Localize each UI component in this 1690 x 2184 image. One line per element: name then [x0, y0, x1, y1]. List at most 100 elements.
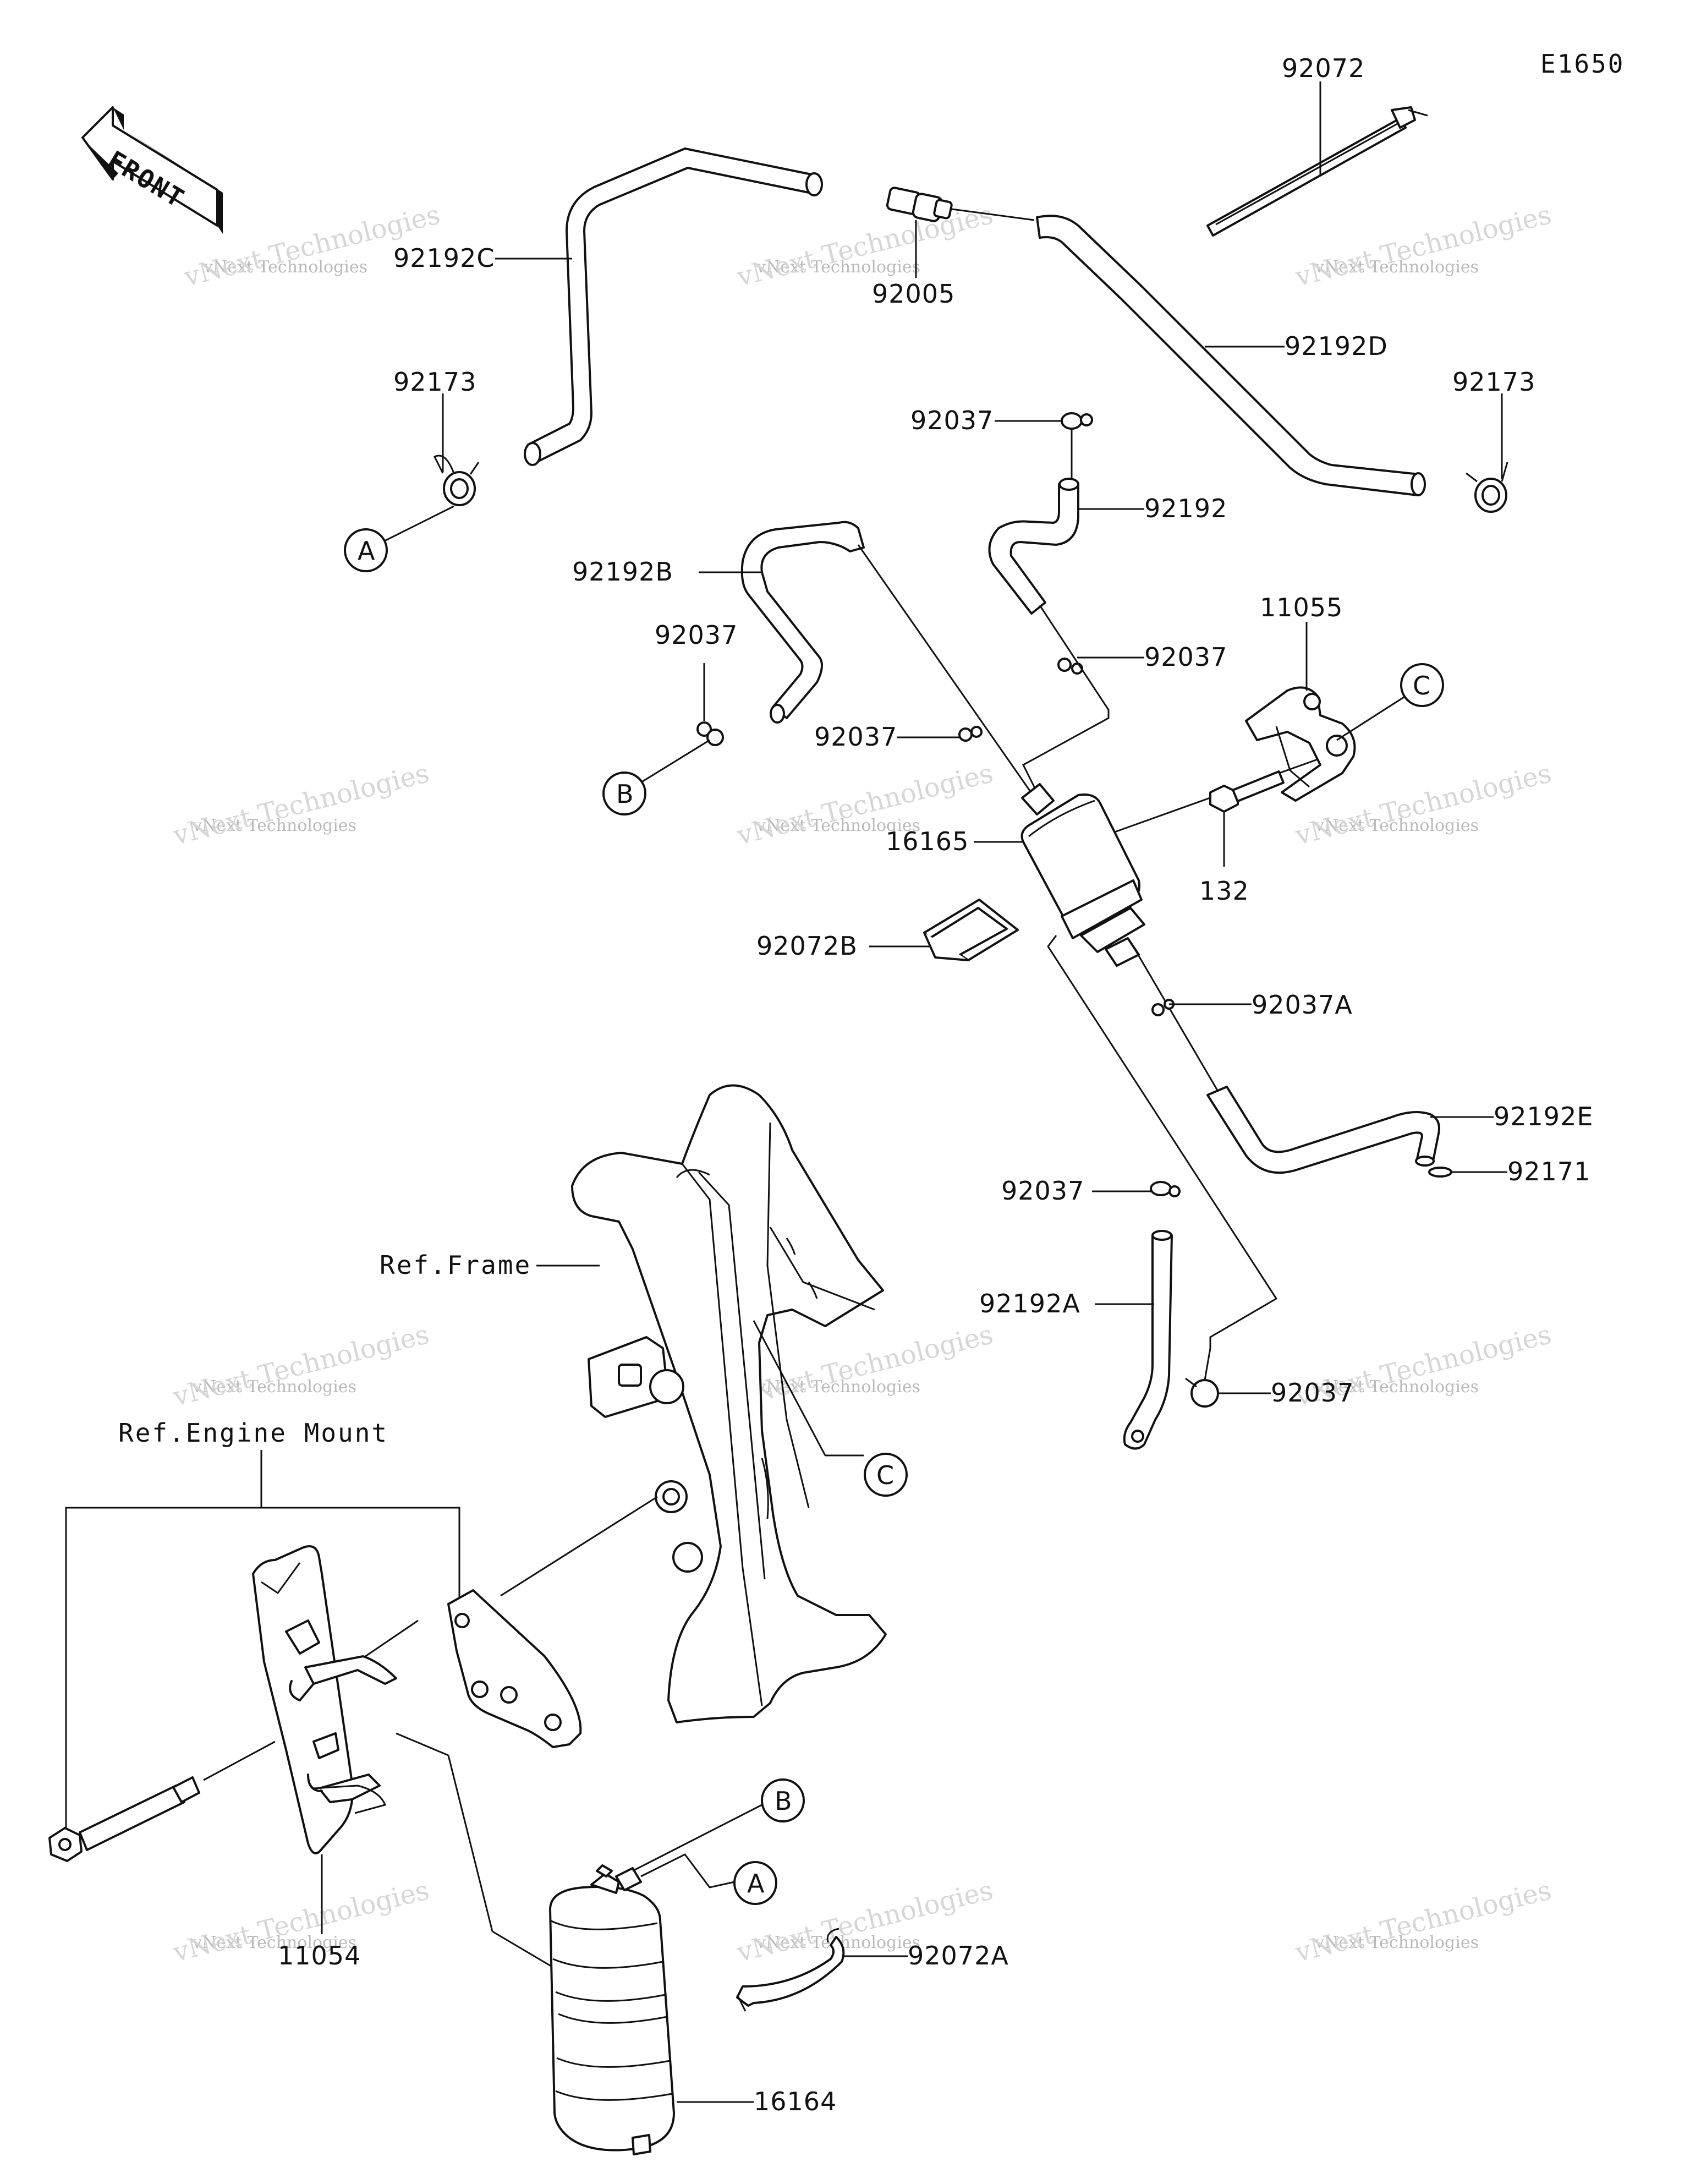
- svg-text:C: C: [876, 1460, 895, 1490]
- part-92192-hose: [988, 478, 1079, 615]
- callout-ref-frame: Ref.Frame: [380, 1250, 531, 1280]
- part-92072-cable-tie: [1206, 106, 1428, 237]
- part-92037-clip-top: [1061, 412, 1093, 430]
- callout-92037a: 92037A: [1252, 990, 1353, 1020]
- part-92173-clip-left: [433, 455, 480, 506]
- connector-a-bottom: A: [733, 1861, 777, 1905]
- part-11054-bracket: [252, 1545, 397, 1854]
- part-92037a-clip: [1151, 999, 1175, 1016]
- part-92192e-hose: [1206, 1086, 1440, 1174]
- connector-b-bottom: B: [761, 1778, 805, 1822]
- part-16165-filter: [1020, 783, 1145, 967]
- callout-92192b: 92192B: [572, 557, 673, 587]
- leader-connector-a-top: [376, 505, 454, 546]
- leader-92192-to-filter: [1022, 605, 1110, 793]
- callout-92192e: 92192E: [1494, 1102, 1593, 1131]
- leader-bolt-to-bracket: [203, 1740, 276, 1781]
- leader-connector-c-top: [1336, 695, 1406, 741]
- watermark-text: vNext Technologies: [1314, 816, 1479, 835]
- leader-92037-bottom-link: [1204, 1348, 1211, 1381]
- connector-c-frame: C: [864, 1453, 908, 1497]
- callout-92072: 92072: [1282, 53, 1365, 83]
- part-92037-clip-b: [696, 721, 724, 746]
- watermark-text: vNext Technologies: [1314, 1933, 1479, 1952]
- callout-11055: 11055: [1260, 593, 1343, 622]
- watermark-text: vNext Technologies: [192, 1933, 356, 1952]
- connector-b-top: B: [602, 771, 646, 815]
- leader-filter-to-92037-bottom: [1047, 935, 1278, 1348]
- svg-text:B: B: [775, 1786, 793, 1816]
- part-92037-clip-bottom: [1185, 1377, 1219, 1408]
- leader-connector-b-top: [638, 739, 710, 785]
- callout-132: 132: [1199, 876, 1249, 906]
- callout-ref-engine-mount: Ref.Engine Mount: [118, 1418, 388, 1448]
- leader-11054-to-canister-2: [447, 1755, 493, 1932]
- part-92192d-hose: [1036, 215, 1426, 496]
- callout-92037-lower: 92037: [1001, 1176, 1084, 1206]
- callout-11054: 11054: [278, 1941, 361, 1970]
- svg-text:A: A: [747, 1869, 765, 1898]
- engine-mount-bolt: [48, 1776, 200, 1862]
- front-arrow-icon: FRONT: [81, 106, 223, 234]
- part-16164-canister: [549, 1864, 675, 2155]
- leader-ref-engine-mount-bracket: [65, 1507, 460, 1841]
- watermark-text: vNext Technologies: [756, 258, 920, 277]
- ref-frame-drawing: [571, 1084, 887, 1723]
- part-92192a-hose: [1123, 1230, 1173, 1450]
- watermark-logo-text: vNext Technologies: [1292, 199, 1554, 293]
- part-92171-clip: [1428, 1167, 1452, 1178]
- leader-canister-to-b: [632, 1804, 762, 1872]
- watermark-text: vNext Technologies: [203, 258, 367, 277]
- callout-92037-bottom: 92037: [1271, 1378, 1354, 1408]
- part-92037-clip-mid: [958, 726, 983, 742]
- connector-c-top: C: [1400, 663, 1444, 707]
- part-92037-clip-right: [1057, 658, 1083, 675]
- leader-canister-to-a: [640, 1853, 735, 1889]
- watermark-logo-text: vNext Technologies: [733, 199, 996, 293]
- callout-92072a: 92072A: [908, 1941, 1009, 1970]
- part-92072a-band: [736, 1928, 845, 2012]
- callout-92072b: 92072B: [756, 931, 858, 961]
- part-92192b-hose: [740, 521, 865, 724]
- callout-92173-left: 92173: [393, 367, 476, 397]
- callout-92037-top: 92037: [910, 406, 994, 435]
- connector-a-top: A: [344, 528, 388, 572]
- callout-92192c: 92192C: [393, 243, 495, 273]
- leader-92192b-to-filter: [857, 544, 1044, 809]
- callout-92192d: 92192D: [1285, 331, 1388, 361]
- callout-92192a: 92192A: [979, 1289, 1080, 1318]
- leader-92005-link: [951, 208, 1035, 221]
- part-92037-clip-lower: [1150, 1181, 1181, 1197]
- svg-text:A: A: [358, 536, 375, 566]
- leader-filter-to-92192e: [1132, 946, 1220, 1093]
- watermark-text: vNext Technologies: [192, 816, 356, 835]
- callout-16164: 16164: [754, 2087, 837, 2116]
- svg-text:B: B: [616, 779, 634, 809]
- callout-92173-right: 92173: [1452, 367, 1535, 397]
- watermark-group: vNext Technologies vNext Technologies vNex…: [169, 199, 1554, 1968]
- watermark-text: vNext Technologies: [1314, 1377, 1479, 1397]
- callout-92037-b: 92037: [655, 620, 738, 650]
- watermark-logo-text: vNext Technologies: [169, 1319, 432, 1413]
- callout-92171: 92171: [1507, 1157, 1590, 1186]
- part-92005-fitting: [886, 187, 953, 222]
- watermark-logo-text: vNext Technologies: [1292, 1875, 1554, 1968]
- callout-16165: 16165: [886, 826, 969, 856]
- watermark-text: vNext Technologies: [192, 1377, 356, 1397]
- part-11055-bracket: [1245, 686, 1356, 802]
- watermark-logo-text: vNext Technologies: [733, 1319, 996, 1413]
- watermark-text: vNext Technologies: [756, 816, 920, 835]
- leader-11055-to-filter: [1094, 758, 1318, 840]
- part-132-bolt: [1209, 770, 1285, 813]
- leader-connector-c-frame-2: [753, 1320, 826, 1456]
- watermark-text: vNext Technologies: [1314, 258, 1479, 277]
- part-92173-clip-right: [1466, 462, 1508, 513]
- leader-mount-to-frame: [500, 1496, 658, 1597]
- part-92192c-hose: [524, 147, 823, 466]
- engine-mount-plate: [447, 1589, 582, 1748]
- callout-92037-mid: 92037: [814, 722, 897, 752]
- diagram-code: E1650: [1540, 49, 1625, 79]
- leader-11054-to-canister-3: [492, 1930, 553, 1968]
- watermark-logo-text: vNext Technologies: [169, 758, 432, 851]
